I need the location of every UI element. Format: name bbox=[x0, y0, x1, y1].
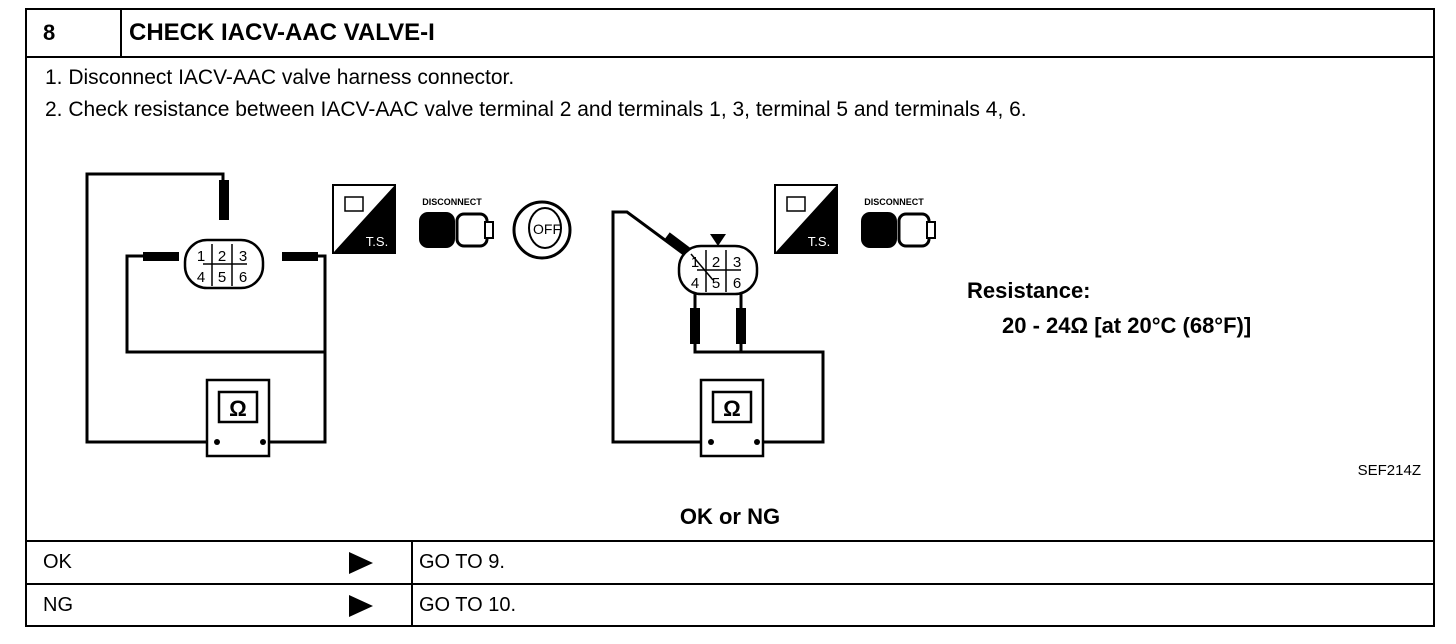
result-label: OK bbox=[43, 551, 72, 573]
terminal-4: 4 bbox=[197, 269, 205, 286]
ts-icon: T.S. bbox=[774, 184, 838, 254]
ignition-off-label: OFF bbox=[533, 221, 561, 237]
ts-icon: T.S. bbox=[332, 184, 396, 254]
instruction-2: 2. Check resistance between IACV-AAC val… bbox=[45, 98, 1027, 121]
ohm-symbol: Ω bbox=[229, 396, 247, 421]
disconnect-icon: DISCONNECT bbox=[419, 197, 494, 248]
terminal-2: 2 bbox=[712, 254, 720, 271]
terminal-1: 1 bbox=[197, 248, 205, 265]
probe-left-top bbox=[219, 180, 229, 220]
column-divider bbox=[411, 585, 413, 626]
header-row: 8 CHECK IACV-AAC VALVE-I bbox=[27, 10, 1433, 58]
column-divider bbox=[411, 542, 413, 583]
ts-label: T.S. bbox=[808, 234, 830, 249]
ohmmeter-icon: Ω bbox=[699, 378, 765, 458]
ts-label: T.S. bbox=[366, 234, 388, 249]
step-title: CHECK IACV-AAC VALVE-I bbox=[129, 19, 435, 46]
result-row-ok: OK GO TO 9. bbox=[27, 540, 1433, 583]
connector-icon: 1 2 3 4 5 6 bbox=[677, 234, 759, 296]
terminal-4: 4 bbox=[691, 275, 699, 292]
disconnect-label: DISCONNECT bbox=[422, 197, 482, 207]
result-action: GO TO 9. bbox=[419, 551, 505, 573]
terminal-5: 5 bbox=[712, 275, 720, 292]
step-number: 8 bbox=[27, 10, 122, 56]
result-action: GO TO 10. bbox=[419, 594, 517, 616]
arrow-right-icon bbox=[349, 552, 373, 574]
terminal-6: 6 bbox=[239, 269, 247, 286]
disconnect-icon: DISCONNECT bbox=[861, 197, 936, 248]
decision-question: OK or NG bbox=[679, 504, 781, 529]
disconnect-label: DISCONNECT bbox=[864, 197, 924, 207]
terminal-3: 3 bbox=[239, 248, 247, 265]
terminal-5: 5 bbox=[218, 269, 226, 286]
probe-left-3 bbox=[282, 252, 318, 261]
result-row-ng: NG GO TO 10. bbox=[27, 583, 1433, 626]
connector-icon: 1 2 3 4 5 6 bbox=[183, 238, 265, 290]
probe-right-6 bbox=[736, 308, 746, 344]
resistance-value: 20 - 24Ω [at 20°C (68°F)] bbox=[1002, 313, 1252, 338]
terminal-2: 2 bbox=[218, 248, 226, 265]
wiring-diagram: 1 2 3 4 5 6 Ω T.S. DISCONNECT bbox=[85, 172, 936, 458]
ignition-off-icon: OFF bbox=[512, 200, 572, 260]
probe-right-4 bbox=[690, 308, 700, 344]
probe-left-1 bbox=[143, 252, 179, 261]
procedure-box: 8 CHECK IACV-AAC VALVE-I 1. Disconnect I… bbox=[25, 8, 1435, 627]
figure-code: SEF214Z bbox=[1357, 462, 1421, 479]
instruction-1: 1. Disconnect IACV-AAC valve harness con… bbox=[45, 66, 515, 89]
terminal-6: 6 bbox=[733, 275, 741, 292]
resistance-label: Resistance: bbox=[967, 278, 1091, 303]
ohm-symbol: Ω bbox=[723, 396, 741, 421]
terminal-1: 1 bbox=[691, 254, 699, 271]
ohmmeter-icon: Ω bbox=[205, 378, 271, 458]
terminal-3: 3 bbox=[733, 254, 741, 271]
result-label: NG bbox=[43, 594, 73, 616]
arrow-right-icon bbox=[349, 595, 373, 617]
